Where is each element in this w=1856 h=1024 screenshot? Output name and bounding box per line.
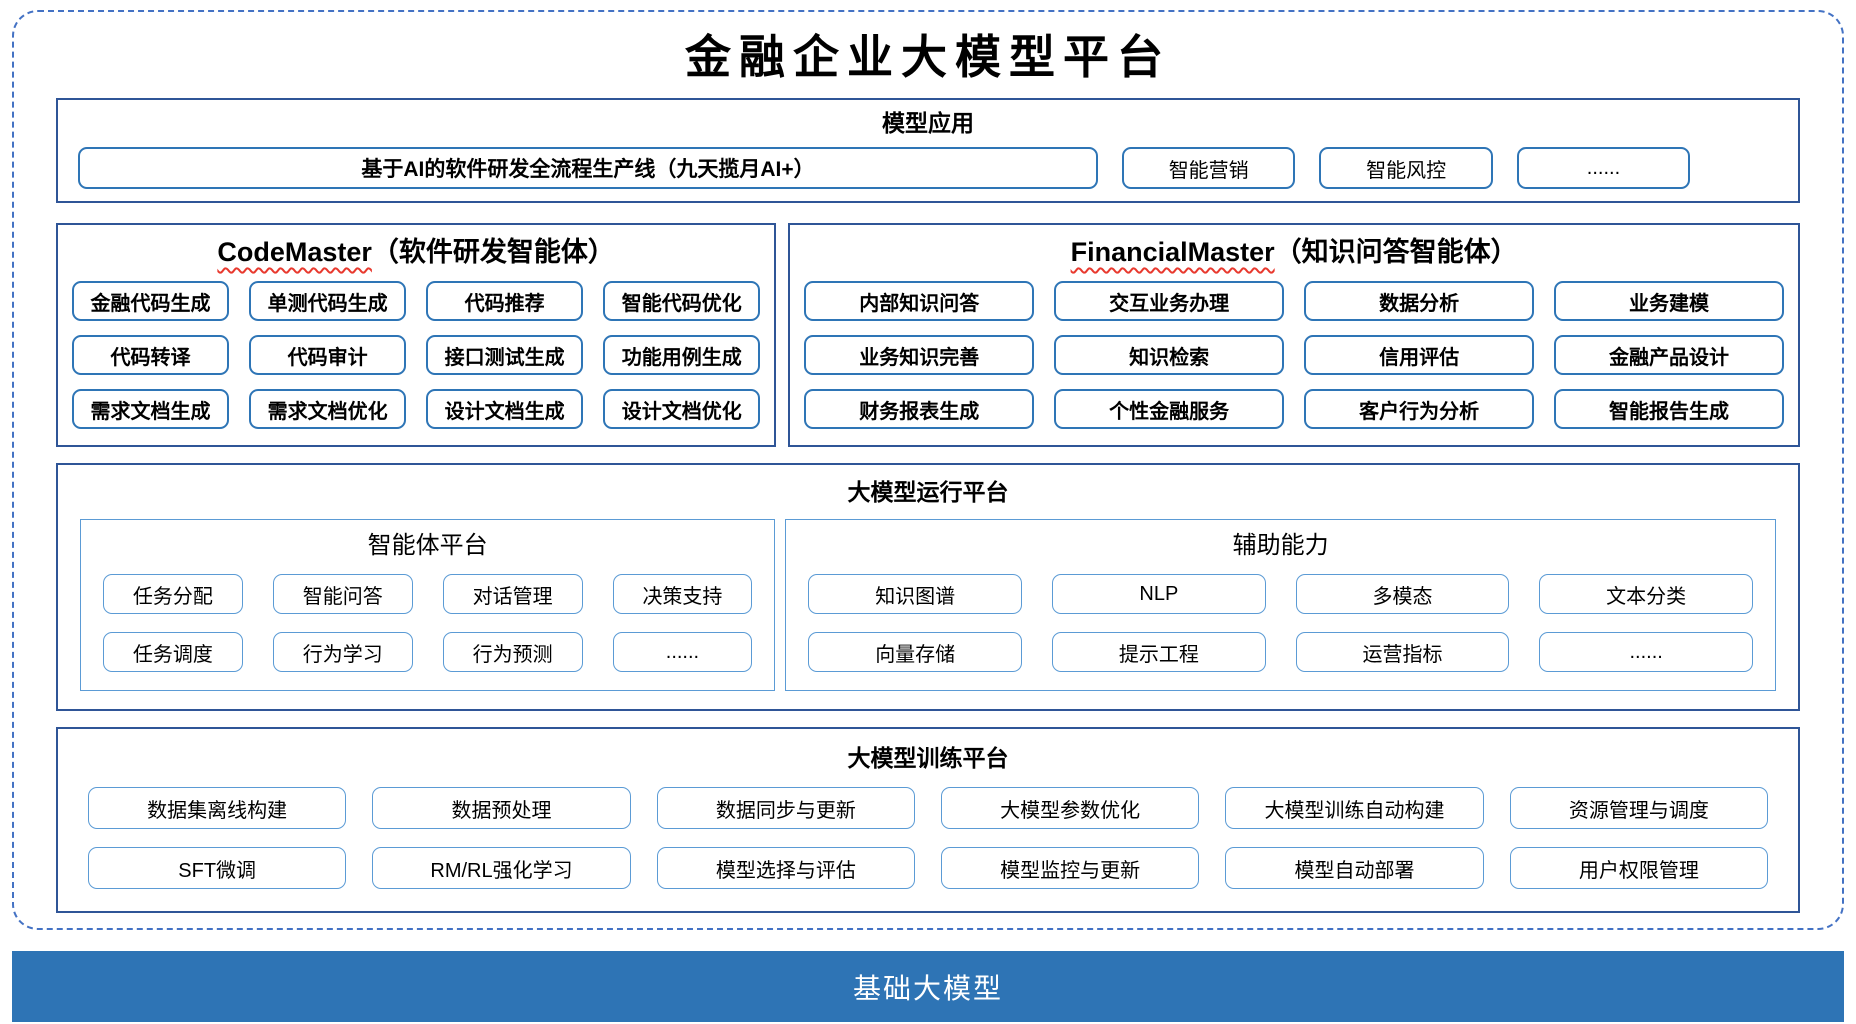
capability-item: 设计文档生成: [426, 389, 584, 429]
capability-item: 内部知识问答: [804, 281, 1035, 321]
training-platform-grid: 数据集离线构建 数据预处理 数据同步与更新 大模型参数优化 大模型训练自动构建 …: [88, 787, 1768, 889]
foundation-model-bar: 基础大模型: [12, 951, 1844, 1022]
capability-item: 数据集离线构建: [88, 787, 347, 829]
model-applications-row: 基于AI的软件研发全流程生产线（九天揽月AI+） 智能营销 智能风控 .....…: [72, 147, 1784, 189]
capability-item: 单测代码生成: [249, 281, 407, 321]
capability-item: 功能用例生成: [603, 335, 761, 375]
section-model-applications: 模型应用 基于AI的软件研发全流程生产线（九天揽月AI+） 智能营销 智能风控 …: [56, 98, 1800, 203]
auxiliary-capabilities-title: 辅助能力: [1232, 532, 1329, 559]
app-item-ai-pipeline: 基于AI的软件研发全流程生产线（九天揽月AI+）: [78, 147, 1098, 189]
section-training-platform: 大模型训练平台 数据集离线构建 数据预处理 数据同步与更新 大模型参数优化 大模…: [56, 727, 1800, 913]
capability-item: 任务分配: [103, 574, 243, 614]
capability-item: 知识图谱: [808, 574, 1023, 614]
capability-item: 行为学习: [272, 632, 413, 672]
agent-platform-grid: 任务分配 智能问答 对话管理 决策支持 任务调度 行为学习 行为预测 .....…: [103, 574, 753, 672]
capability-item: 代码审计: [249, 335, 407, 375]
capability-item: 文本分类: [1539, 574, 1753, 614]
capability-item: 代码转译: [72, 335, 230, 375]
foundation-model-label: 基础大模型: [852, 972, 1003, 1004]
app-item: 智能风控: [1319, 147, 1493, 189]
capability-item: 需求文档生成: [72, 389, 230, 429]
financialmaster-suffix: （知识问答智能体）: [1274, 237, 1518, 267]
capability-item: 代码推荐: [426, 281, 584, 321]
capability-item: 数据预处理: [372, 787, 631, 829]
capability-item: 数据同步与更新: [656, 787, 915, 829]
group-auxiliary-capabilities: 辅助能力 知识图谱 NLP 多模态 文本分类 向量存储 提示工程 运营指标 ..…: [785, 519, 1776, 691]
capability-item: 业务建模: [1554, 281, 1784, 321]
capability-item: 智能报告生成: [1554, 389, 1784, 429]
capability-item: 客户行为分析: [1304, 389, 1535, 429]
section-runtime-platform: 大模型运行平台 智能体平台 任务分配 智能问答 对话管理 决策支持 任务调度 行…: [56, 463, 1800, 711]
capability-item: 个性金融服务: [1054, 389, 1285, 429]
capability-item: 模型自动部署: [1225, 847, 1484, 889]
capability-item: 金融产品设计: [1554, 335, 1784, 375]
codemaster-title: CodeMaster（软件研发智能体）: [72, 233, 760, 271]
capability-item: 数据分析: [1304, 281, 1535, 321]
capability-item: 任务调度: [103, 632, 243, 672]
capability-item: 对话管理: [442, 574, 583, 614]
capability-item: 金融代码生成: [72, 281, 230, 321]
capability-item: 财务报表生成: [804, 389, 1035, 429]
app-item: 智能营销: [1122, 147, 1296, 189]
auxiliary-capabilities-grid: 知识图谱 NLP 多模态 文本分类 向量存储 提示工程 运营指标 ......: [808, 574, 1753, 672]
capability-item: 需求文档优化: [249, 389, 407, 429]
capability-item: 智能问答: [272, 574, 413, 614]
app-item-ellipsis: ......: [1516, 147, 1691, 189]
capability-item: 资源管理与调度: [1509, 787, 1768, 829]
capability-item: 用户权限管理: [1509, 847, 1768, 889]
capability-item: 业务知识完善: [804, 335, 1035, 375]
capability-item: NLP: [1052, 574, 1266, 614]
capability-item: SFT微调: [88, 847, 347, 889]
runtime-platform-title: 大模型运行平台: [847, 479, 1009, 505]
capability-item: 模型选择与评估: [656, 847, 915, 889]
capability-item: 决策支持: [612, 574, 753, 614]
codemaster-grid: 金融代码生成 单测代码生成 代码推荐 智能代码优化 代码转译 代码审计 接口测试…: [72, 281, 761, 429]
training-platform-title: 大模型训练平台: [847, 745, 1009, 771]
section-model-applications-title: 模型应用: [882, 110, 974, 136]
capability-item: 知识检索: [1054, 335, 1285, 375]
capability-item: 提示工程: [1052, 632, 1266, 672]
financialmaster-title: FinancialMaster（知识问答智能体）: [804, 233, 1784, 271]
capability-item: RM/RL强化学习: [372, 847, 631, 889]
section-codemaster: CodeMaster（软件研发智能体） 金融代码生成 单测代码生成 代码推荐 智…: [56, 223, 777, 447]
codemaster-name: CodeMaster: [217, 237, 372, 267]
capability-item: 设计文档优化: [603, 389, 761, 429]
capability-item: 接口测试生成: [426, 335, 584, 375]
page-title: 金融企业大模型平台: [685, 30, 1171, 84]
capability-item: 行为预测: [442, 632, 583, 672]
capability-item: 信用评估: [1304, 335, 1535, 375]
runtime-groups-row: 智能体平台 任务分配 智能问答 对话管理 决策支持 任务调度 行为学习 行为预测…: [80, 519, 1776, 691]
capability-item: 智能代码优化: [603, 281, 761, 321]
capability-item: 模型监控与更新: [941, 847, 1200, 889]
financialmaster-name: FinancialMaster: [1070, 237, 1275, 267]
capability-item: 向量存储: [808, 632, 1023, 672]
agent-platform-title: 智能体平台: [367, 532, 488, 559]
capability-item: 大模型参数优化: [941, 787, 1200, 829]
capability-item: 大模型训练自动构建: [1225, 787, 1484, 829]
codemaster-suffix: （软件研发智能体）: [371, 237, 615, 267]
platform-diagram-container: 金融企业大模型平台 模型应用 基于AI的软件研发全流程生产线（九天揽月AI+） …: [12, 10, 1844, 930]
capability-item-ellipsis: ......: [1539, 632, 1753, 672]
capability-item: 运营指标: [1295, 632, 1510, 672]
capability-item-ellipsis: ......: [612, 632, 753, 672]
agents-row: CodeMaster（软件研发智能体） 金融代码生成 单测代码生成 代码推荐 智…: [56, 223, 1800, 447]
capability-item: 多模态: [1295, 574, 1510, 614]
capability-item: 交互业务办理: [1054, 281, 1285, 321]
section-financialmaster: FinancialMaster（知识问答智能体） 内部知识问答 交互业务办理 数…: [788, 223, 1800, 447]
financialmaster-grid: 内部知识问答 交互业务办理 数据分析 业务建模 业务知识完善 知识检索 信用评估…: [804, 281, 1784, 429]
group-agent-platform: 智能体平台 任务分配 智能问答 对话管理 决策支持 任务调度 行为学习 行为预测…: [80, 519, 776, 691]
